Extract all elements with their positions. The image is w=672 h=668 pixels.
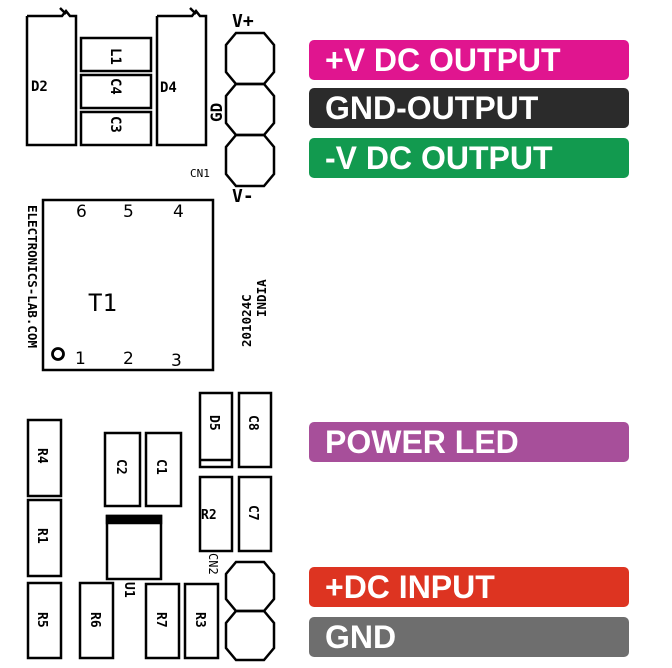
gnd-marking: GD xyxy=(207,103,226,122)
inductor-l1: L1 xyxy=(79,36,153,73)
gnd-input-label: GND xyxy=(309,617,629,657)
d4-label: D4 xyxy=(160,80,177,96)
c4-label: C4 xyxy=(107,78,123,95)
transformer-t1: T1 xyxy=(41,198,215,372)
dc-input-label: +DC INPUT xyxy=(309,567,629,607)
website-text: ELECTRONICS-LAB.COM xyxy=(25,205,40,348)
r3-label: R3 xyxy=(192,612,207,628)
board-code: 201024C xyxy=(239,294,254,347)
d2-label: D2 xyxy=(31,79,48,95)
board-country: INDIA xyxy=(254,279,269,317)
resistor-r3: R3 xyxy=(183,582,220,660)
u1-label: U1 xyxy=(121,582,136,598)
resistor-r2: R2 xyxy=(198,475,234,553)
c2-label: C2 xyxy=(113,459,128,475)
capacitor-c7: C7 xyxy=(237,475,273,553)
r6-label: R6 xyxy=(87,612,102,628)
t1-pin-6: 6 xyxy=(76,202,87,222)
connector-cn2: CN2 xyxy=(206,553,276,662)
resistor-r6: R6 xyxy=(78,581,115,660)
capacitor-c2: C2 xyxy=(103,431,142,508)
power-led-label: POWER LED xyxy=(309,422,629,462)
t1-pin-5: 5 xyxy=(123,202,134,222)
pcb-silkscreen: D2 D4 L1 C4 C3 CN1 V+ GD V- ELECTRONICS-… xyxy=(25,7,276,662)
t1-pin-2: 2 xyxy=(123,349,134,369)
l1-label: L1 xyxy=(107,48,123,65)
t1-pin-4: 4 xyxy=(173,202,184,222)
cn1-label: CN1 xyxy=(190,167,210,180)
c7-label: C7 xyxy=(245,505,260,521)
resistor-r7: R7 xyxy=(144,582,181,660)
t1-pin-1: 1 xyxy=(75,349,86,369)
r2-label: R2 xyxy=(201,508,217,523)
t1-label: T1 xyxy=(88,289,117,317)
c3-label: C3 xyxy=(107,116,123,133)
t1-pin-3: 3 xyxy=(171,351,182,371)
c8-label: C8 xyxy=(245,415,260,431)
diode-d4: D4 xyxy=(155,7,208,147)
resistor-r5: R5 xyxy=(26,581,63,660)
v-minus-output-label: -V DC OUTPUT xyxy=(309,138,629,178)
gnd-output-label: GND-OUTPUT xyxy=(309,88,629,128)
cn2-label: CN2 xyxy=(206,553,220,575)
diode-d2: D2 xyxy=(25,7,78,147)
r7-label: R7 xyxy=(153,612,168,628)
resistor-r1: R1 xyxy=(26,498,63,578)
capacitor-c4: C4 xyxy=(79,73,153,110)
capacitor-c1: C1 xyxy=(144,431,183,508)
r1-label: R1 xyxy=(34,528,49,544)
v-minus-marking: V- xyxy=(232,186,254,207)
diode-d5: D5 xyxy=(198,391,234,469)
r5-label: R5 xyxy=(34,612,49,628)
v-plus-marking: V+ xyxy=(232,11,254,32)
resistor-r4: R4 xyxy=(26,418,63,498)
c1-label: C1 xyxy=(153,459,168,475)
r4-label: R4 xyxy=(34,448,49,464)
capacitor-c8: C8 xyxy=(237,391,273,469)
d5-label: D5 xyxy=(206,415,221,431)
connector-cn1: CN1 xyxy=(190,31,276,188)
v-plus-output-label: +V DC OUTPUT xyxy=(309,40,629,80)
capacitor-c3: C3 xyxy=(79,110,153,147)
regulator-u1: U1 xyxy=(105,514,163,598)
